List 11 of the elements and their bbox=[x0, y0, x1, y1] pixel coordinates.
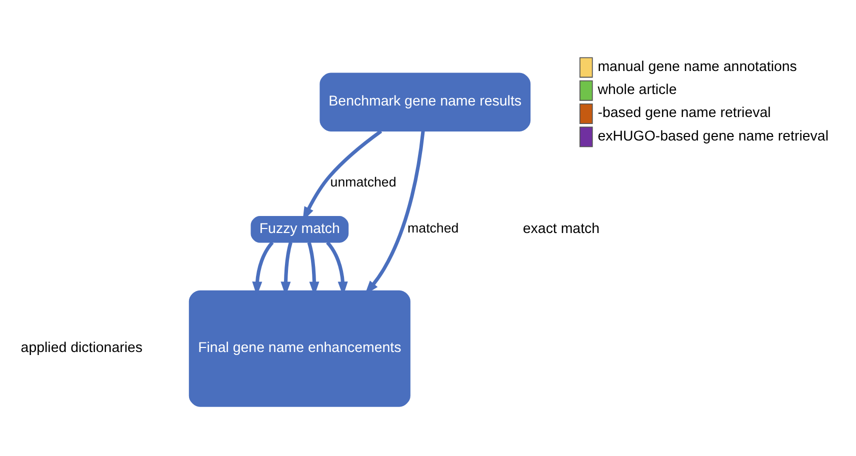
label: exact match bbox=[522, 220, 600, 236]
edge-label: matched bbox=[408, 220, 459, 236]
edge-label: unmatched bbox=[330, 174, 396, 190]
node-box: Benchmark gene name results bbox=[320, 72, 531, 132]
node-box: Fuzzy match bbox=[250, 216, 349, 242]
node-box: Final gene name enhancements bbox=[188, 290, 410, 406]
label: applied dictionaries bbox=[20, 339, 143, 356]
legend-label: -based gene name retrieval bbox=[598, 104, 771, 121]
legend-label: whole article bbox=[598, 81, 677, 98]
legend-label: exHUGO-based gene name retrieval bbox=[598, 128, 828, 144]
legend-label: manual gene name annotations bbox=[598, 58, 797, 74]
